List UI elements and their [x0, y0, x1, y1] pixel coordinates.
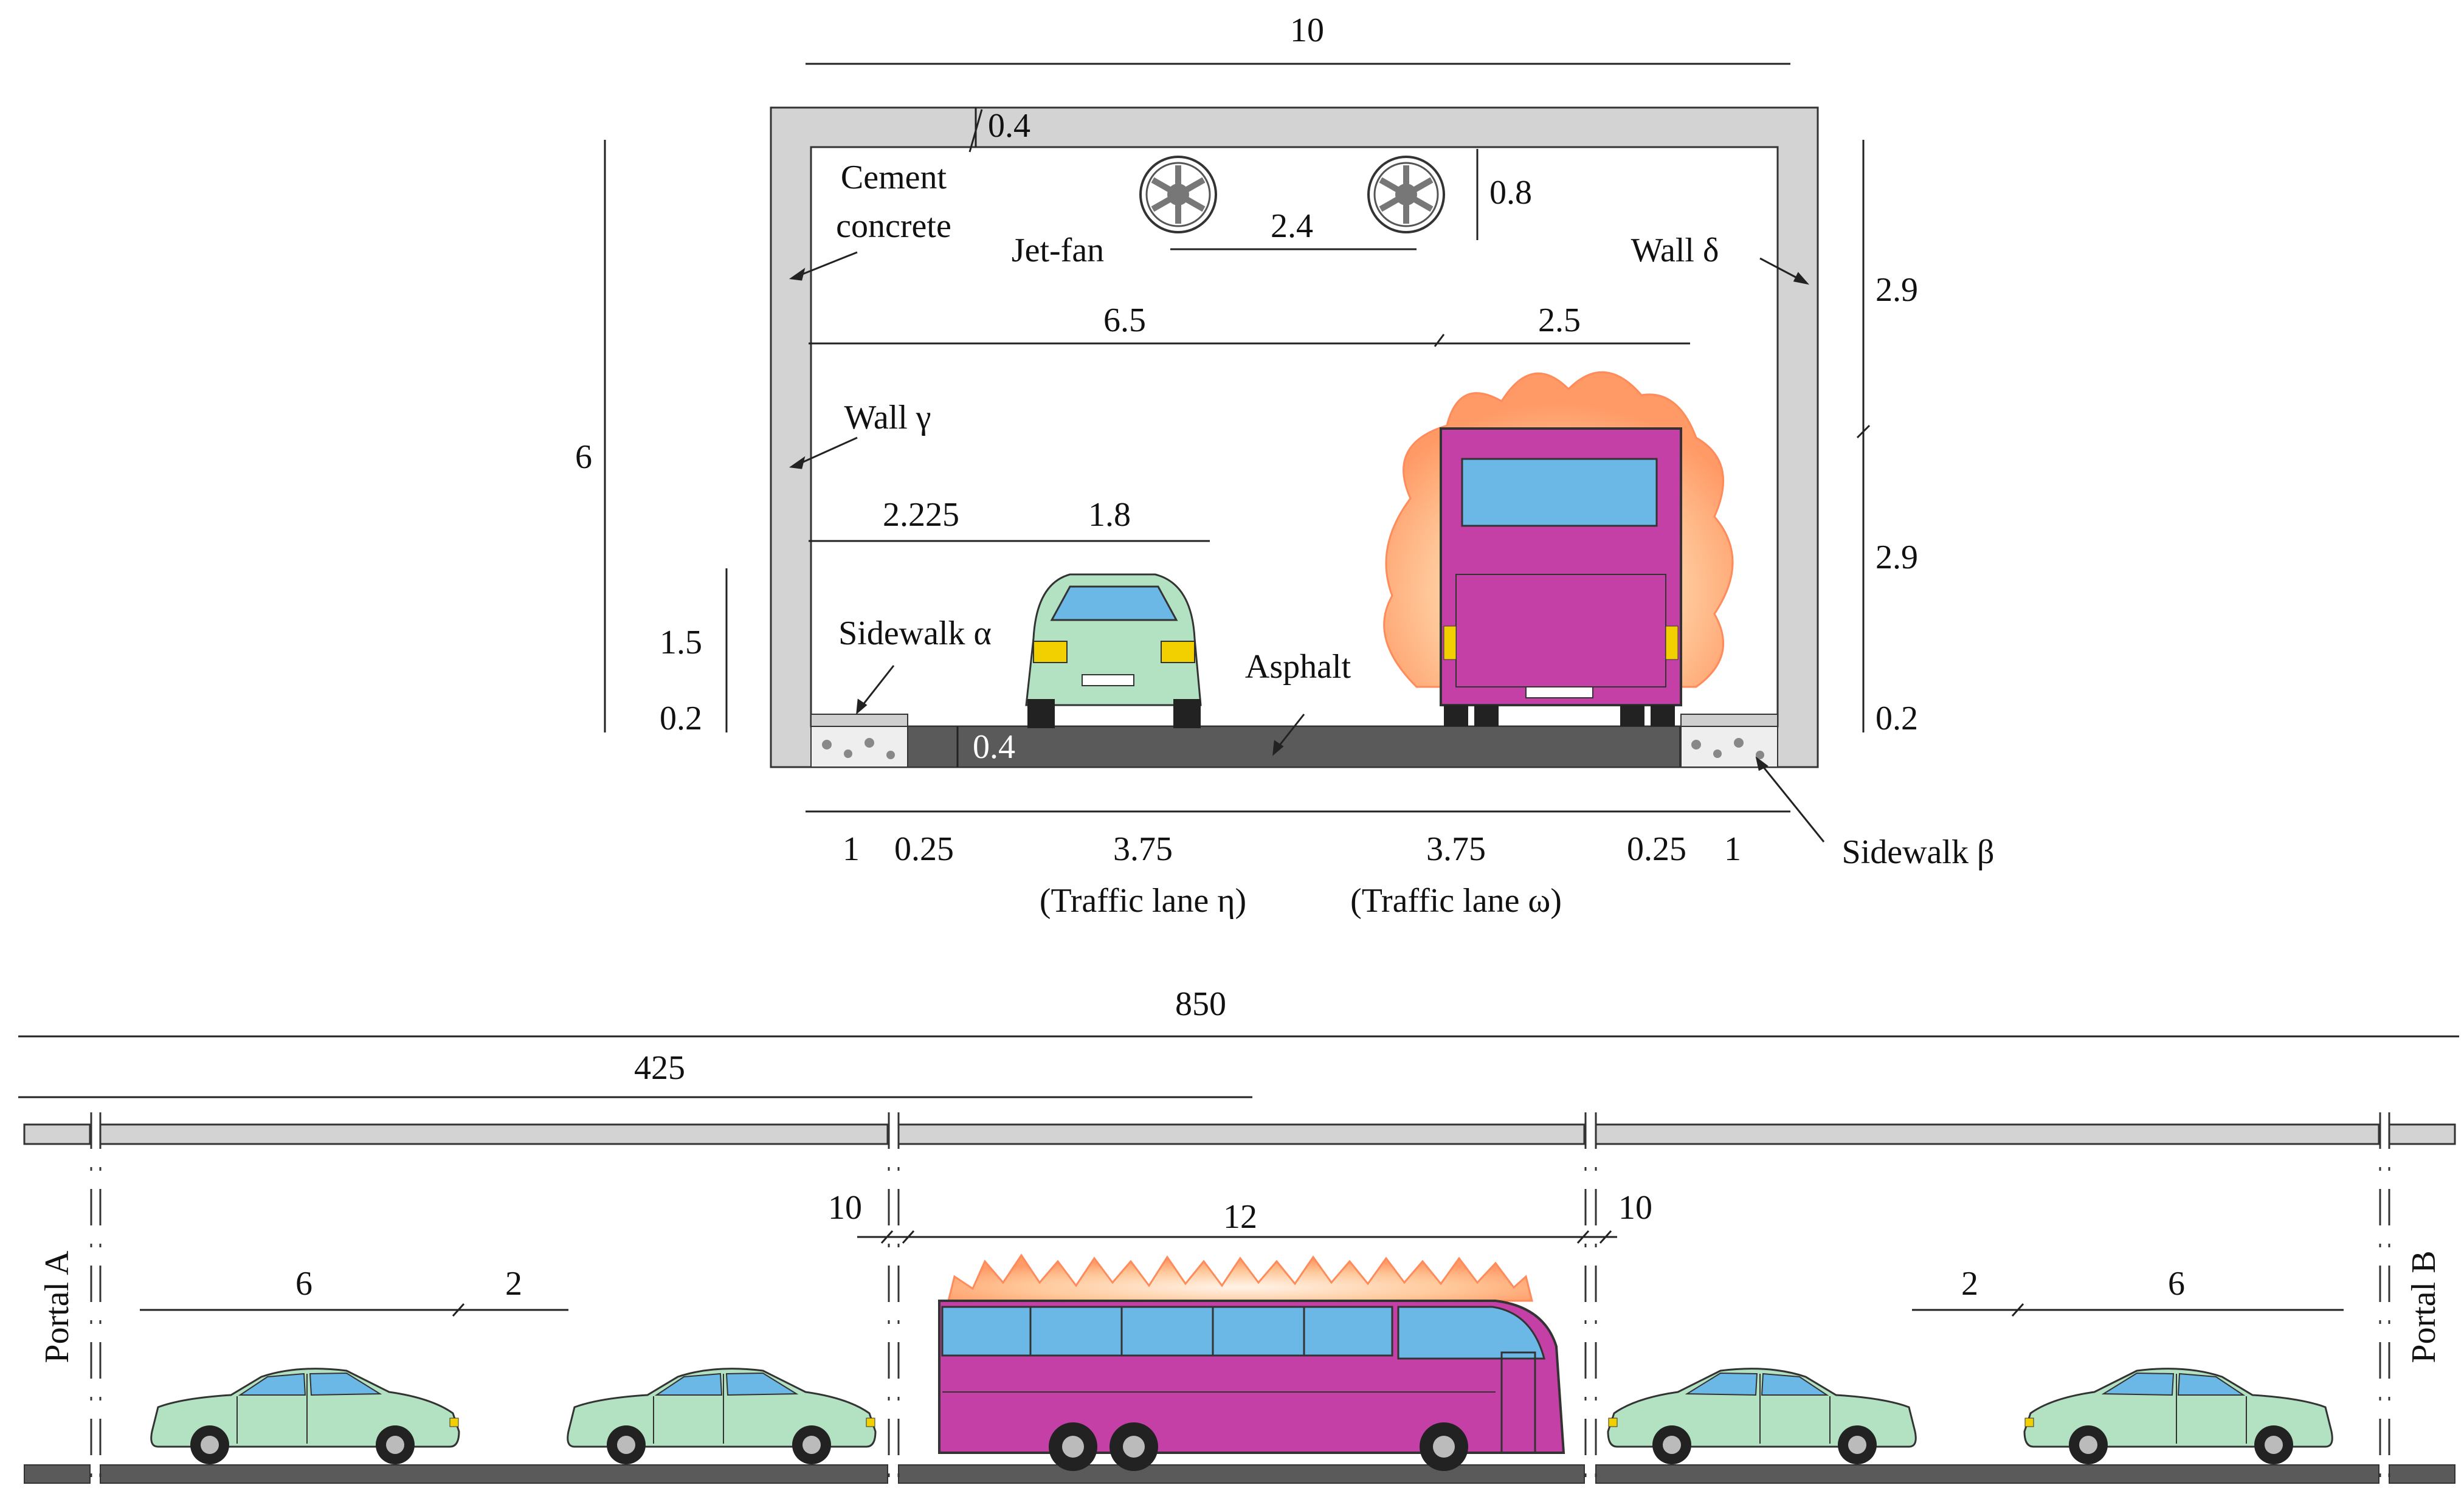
dim-b6: 1: [1724, 830, 1741, 868]
dim-b2: 0.25: [894, 830, 954, 868]
car-side-2-icon: [567, 1368, 877, 1466]
jet-fan-left-icon: [1141, 157, 1216, 232]
dim-b5: 0.25: [1627, 830, 1686, 868]
dim-b1: 1: [843, 830, 860, 868]
car-front-icon: [1025, 573, 1202, 728]
dim-span-a: 6.5: [1103, 301, 1146, 339]
dim-total-length: 850: [1175, 985, 1226, 1023]
dim-b3: 3.75: [1113, 830, 1173, 868]
dim-car-width: 1.8: [1088, 496, 1131, 534]
dim-roof: 0.4: [988, 107, 1030, 145]
dim-b4: 3.75: [1426, 830, 1486, 868]
dim-gap-left: 10: [828, 1189, 862, 1227]
section-break-lines: [90, 1112, 2390, 1483]
asphalt-layer: [907, 726, 1680, 768]
dim-car-gap-right: 2: [1961, 1265, 1978, 1303]
jet-fan-right-icon: [1368, 157, 1444, 232]
burning-bus-rear-icon: [1383, 371, 1734, 726]
label-lane-omega: (Traffic lane ω): [1350, 882, 1562, 920]
burning-bus-side-icon: [938, 1253, 1565, 1471]
dim-half-length: 425: [634, 1049, 685, 1087]
dim-upper: 2.9: [1876, 271, 1918, 309]
label-jetfan: Jet-fan: [1012, 232, 1104, 269]
cross-section-dimension-lines: [604, 63, 1871, 813]
leader-arrows: [789, 251, 1825, 842]
dim-width: 10: [1290, 12, 1324, 49]
sidewalk-left: [810, 714, 908, 768]
dim-car-offset: 2.225: [883, 496, 959, 534]
sidewalk-right: [1680, 714, 1778, 768]
label-sidewalk-alpha: Sidewalk α: [838, 615, 992, 652]
label-portal-b: Portal B: [2405, 1250, 2443, 1363]
tunnel-road: [24, 1464, 2455, 1484]
dim-bus-length: 12: [1223, 1198, 1257, 1236]
label-cement: Cement: [841, 159, 947, 196]
dim-gap-right: 10: [1618, 1189, 1652, 1227]
dim-height: 6: [575, 438, 592, 476]
dim-asphalt: 0.4: [973, 728, 1015, 766]
dim-curb-left: 0.2: [660, 700, 702, 737]
dim-car-length-left: 6: [295, 1265, 312, 1303]
car-side-3-icon: [1607, 1368, 1917, 1466]
longitudinal-dimension-lines: [18, 1035, 2459, 1317]
tunnel-ceiling: [23, 1123, 2456, 1145]
car-side-4-icon: [2023, 1368, 2333, 1466]
label-lane-eta: (Traffic lane η): [1040, 882, 1246, 920]
dim-fan-spacing: 2.4: [1271, 207, 1313, 245]
dim-span-b: 2.5: [1538, 301, 1581, 339]
dim-lower: 2.9: [1876, 539, 1918, 576]
longitudinal-section: 850 425 10 12 10 6 2 2 6 Portal A Portal…: [18, 985, 2459, 1484]
dim-fan-height: 0.8: [1489, 174, 1532, 212]
label-wall-delta: Wall δ: [1631, 232, 1719, 269]
dim-curb-right: 0.2: [1876, 700, 1918, 737]
car-side-1-icon: [150, 1368, 460, 1466]
dim-sidewalk-height: 1.5: [660, 624, 702, 661]
label-concrete: concrete: [836, 207, 951, 245]
label-wall-gamma: Wall γ: [844, 399, 931, 436]
cross-section: 10 0.4 0.8 2.4 6.5 2.5 6 2.9 2.9 0.2 2.2…: [575, 12, 1994, 920]
label-portal-a: Portal A: [38, 1250, 76, 1363]
label-sidewalk-beta: Sidewalk β: [1842, 833, 1995, 871]
label-asphalt: Asphalt: [1245, 648, 1351, 686]
dim-car-gap-left: 2: [505, 1265, 522, 1303]
dim-car-length-right: 6: [2168, 1265, 2185, 1303]
